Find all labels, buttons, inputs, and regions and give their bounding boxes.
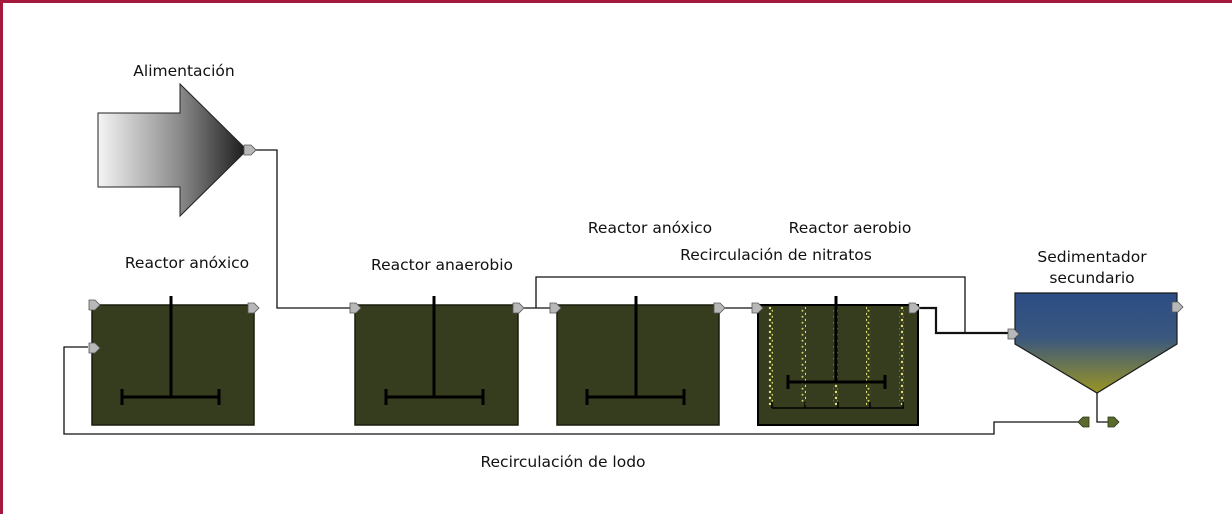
connector-nubs (88, 144, 1184, 354)
mixer-icon (120, 296, 221, 405)
connector-nub-icon (549, 302, 562, 314)
anoxic-reactor-1-tank (91, 296, 255, 426)
anoxic-reactor-1-label: Reactor anóxico (125, 254, 249, 272)
settler-underflow-line (1096, 393, 1110, 423)
connector-nub-icon (1171, 301, 1184, 313)
connector-nub-icon (512, 302, 525, 314)
anaerobic-reactor-tank (354, 296, 519, 426)
sludge-recirculation-label: Recirculación de lodo (480, 453, 645, 471)
connector-nub-icon (349, 302, 362, 314)
nitrate-recirculation-label: Recirculación de nitratos (680, 246, 872, 264)
connector-nub-icon (713, 302, 726, 314)
mixer-icon (585, 296, 686, 405)
connector-nub-icon (243, 144, 257, 156)
connector-nub-icon (1007, 328, 1020, 340)
line-aerobic-to-settler (918, 306, 1010, 335)
connector-nub-icon (908, 302, 921, 314)
connector-nub-icon (751, 302, 764, 314)
feed-arrow (97, 82, 248, 218)
mixer-icon (786, 296, 887, 389)
anoxic-reactor-2-label: Reactor anóxico (588, 219, 712, 237)
aerobic-reactor-label: Reactor aerobio (789, 219, 912, 237)
connector-nub-icon (1107, 416, 1120, 428)
underflow-connectors (1077, 416, 1120, 428)
diffuser-grid-icon (771, 402, 904, 409)
secondary-settler-label-line1: Sedimentador (1037, 248, 1147, 266)
connector-nub-icon (88, 299, 101, 311)
secondary-settler (1014, 292, 1178, 394)
feed-label: Alimentación (133, 62, 234, 80)
mixer-icon (384, 296, 485, 405)
anoxic-reactor-2-tank (556, 296, 720, 426)
sludge-recirculation-line (63, 346, 1080, 435)
connector-nub-icon (88, 342, 101, 354)
connector-nub-icon (1077, 416, 1090, 428)
anaerobic-reactor-label: Reactor anaerobio (371, 256, 513, 274)
feed-line (253, 149, 352, 309)
connector-nub-icon (247, 302, 260, 314)
secondary-settler-label-line2: secundario (1049, 269, 1134, 287)
aerobic-reactor-tank (757, 296, 919, 426)
